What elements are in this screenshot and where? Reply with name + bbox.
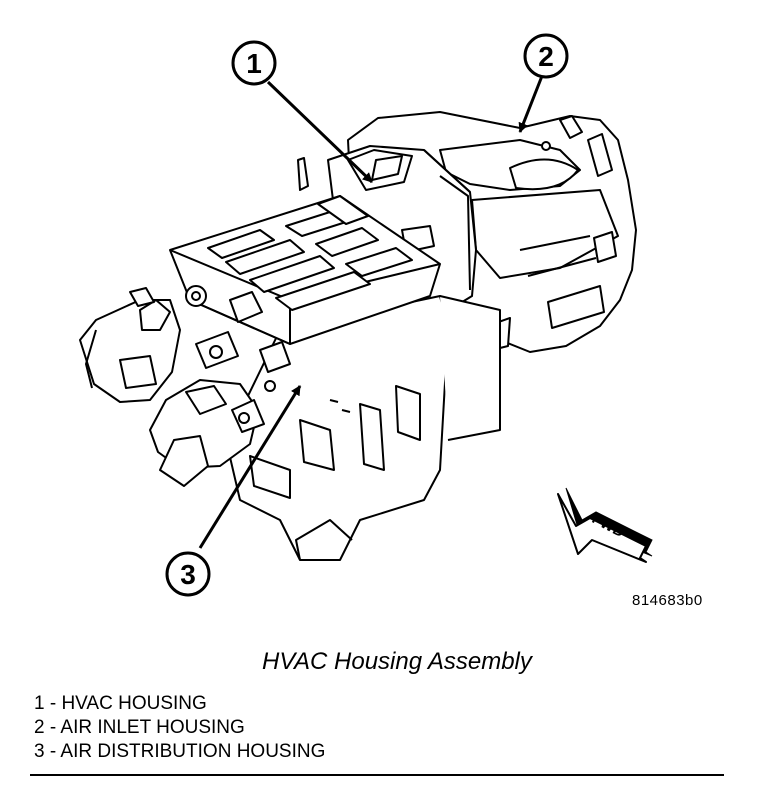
legend: 1 - HVAC HOUSING 2 - AIR INLET HOUSING 3…: [34, 692, 325, 764]
callout-3-label: 3: [180, 559, 196, 590]
callout-1: 1: [231, 40, 277, 86]
bottom-rule: [30, 774, 724, 776]
hvac-housing-drawing: [297, 145, 477, 319]
figure-caption: HVAC Housing Assembly: [262, 648, 532, 675]
leader-line-3: [198, 385, 302, 549]
callout-1-label: 1: [246, 48, 262, 79]
hvac-housing-illustration: 1 2 3 FWD: [79, 33, 653, 597]
leader-lines: [198, 75, 544, 549]
legend-item-1: 1 - HVAC HOUSING: [34, 693, 207, 714]
figure-reference-code: 814683b0: [632, 592, 703, 609]
heater-core-fittings-drawing: [79, 285, 291, 487]
leader-line-1: [266, 80, 374, 184]
forward-direction-arrow-icon: FWD: [557, 487, 653, 563]
callout-2: 2: [523, 33, 569, 79]
callout-2-label: 2: [538, 41, 554, 72]
callout-3: 3: [165, 551, 211, 597]
legend-item-3: 3 - AIR DISTRIBUTION HOUSING: [34, 741, 326, 762]
air-distribution-housing-drawing: [169, 195, 501, 561]
leader-line-2: [518, 75, 544, 133]
legend-item-2: 2 - AIR INLET HOUSING: [34, 717, 245, 738]
